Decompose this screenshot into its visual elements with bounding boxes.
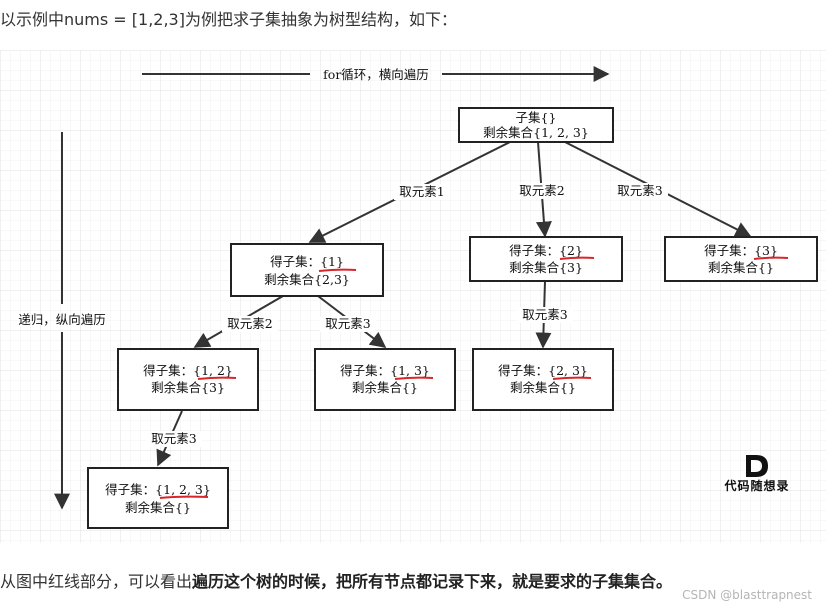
node-1-prefix: 得子集： xyxy=(270,254,320,269)
node-23-prefix: 得子集： xyxy=(498,363,548,378)
intro-text: 以示例中nums = [1,2,3]为例把求子集抽象为树型结构，如下： xyxy=(0,10,457,29)
node-123: 得子集：{1, 2, 3} 剩余集合{} xyxy=(87,467,229,529)
node-3-subset: {3} xyxy=(754,243,778,258)
svg-text:得子集：{3}: 得子集：{3} xyxy=(704,243,778,258)
node-root: 子集{} 剩余集合{1, 2, 3} xyxy=(458,107,614,143)
node-13-prefix: 得子集： xyxy=(340,363,390,378)
logo-text: 代码随想录 xyxy=(723,478,789,493)
svg-text:得子集：{2, 3}: 得子集：{2, 3} xyxy=(498,363,588,378)
vertical-axis: 递归，纵向遍历 xyxy=(18,132,106,510)
edge-label-2-3: 取元素3 xyxy=(522,307,568,322)
node-2-prefix: 得子集： xyxy=(509,243,559,258)
svg-text:得子集：{1, 2}: 得子集：{1, 2} xyxy=(143,363,233,378)
node-23-subset: {2, 3} xyxy=(548,363,588,378)
node-3: 得子集：{3} 剩余集合{} xyxy=(664,236,818,282)
svg-text:得子集：{1, 3}: 得子集：{1, 3} xyxy=(340,363,430,378)
horizontal-axis: for循环，横向遍历 xyxy=(142,66,610,82)
node-3-remaining: 剩余集合{} xyxy=(708,260,774,275)
conclusion-prefix: 从图中红线部分，可以看出 xyxy=(0,572,193,591)
node-123-prefix: 得子集： xyxy=(105,482,155,497)
node-2: 得子集：{2} 剩余集合{3} xyxy=(469,236,623,282)
edge-label-root-3: 取元素3 xyxy=(617,183,663,198)
node-123-subset: {1, 2, 3} xyxy=(155,482,211,497)
edge-label-1-2: 取元素2 xyxy=(227,316,272,331)
node-2-subset: {2} xyxy=(559,243,583,258)
brand-logo: 代码随想录 xyxy=(723,455,789,493)
node-23: 得子集：{2, 3} 剩余集合{} xyxy=(472,348,614,411)
node-12: 得子集：{1, 2} 剩余集合{3} xyxy=(117,348,259,411)
conclusion-bold: 遍历这个树的时候，把所有节点都记录下来，就是要求的子集集合。 xyxy=(192,572,673,591)
node-1-subset: {1} xyxy=(320,254,344,269)
node-2-remaining: 剩余集合{3} xyxy=(509,260,583,275)
svg-text:得子集：{2}: 得子集：{2} xyxy=(509,243,583,258)
node-23-remaining: 剩余集合{} xyxy=(510,380,576,395)
node-12-remaining: 剩余集合{3} xyxy=(151,380,225,395)
svg-text:得子集：{1, 2, 3}: 得子集：{1, 2, 3} xyxy=(105,482,211,497)
node-123-remaining: 剩余集合{} xyxy=(125,500,191,515)
edge-label-1-3: 取元素3 xyxy=(325,316,371,331)
node-12-prefix: 得子集： xyxy=(143,363,193,378)
node-3-prefix: 得子集： xyxy=(704,243,754,258)
node-13: 得子集：{1, 3} 剩余集合{} xyxy=(314,348,456,411)
node-root-line2: 剩余集合{1, 2, 3} xyxy=(483,125,589,140)
edge-label-root-1: 取元素1 xyxy=(399,184,444,199)
node-13-remaining: 剩余集合{} xyxy=(352,380,418,395)
edge-label-root-2: 取元素2 xyxy=(519,183,564,198)
node-1-remaining: 剩余集合{2,3} xyxy=(264,272,350,287)
csdn-watermark: CSDN @blasttrapnest xyxy=(682,588,812,602)
svg-text:得子集：{1}: 得子集：{1} xyxy=(270,254,344,269)
node-1: 得子集：{1} 剩余集合{2,3} xyxy=(230,243,384,297)
edge-label-12-3: 取元素3 xyxy=(151,431,197,446)
vertical-axis-label: 递归，纵向遍历 xyxy=(18,312,106,327)
subset-tree-diagram: for循环，横向遍历 递归，纵向遍历 取元素1 取元素2 取元素3 取元素2 取… xyxy=(0,50,826,543)
node-root-line1: 子集{} xyxy=(516,110,557,125)
horizontal-axis-label: for循环，横向遍历 xyxy=(323,67,429,82)
edge-labels: 取元素1 取元素2 取元素3 取元素2 取元素3 取元素3 取元素3 xyxy=(146,183,668,447)
grid-background xyxy=(0,50,826,543)
conclusion-text: 从图中红线部分，可以看出遍历这个树的时候，把所有节点都记录下来，就是要求的子集集… xyxy=(0,568,672,592)
node-13-subset: {1, 3} xyxy=(390,363,430,378)
logo-d-icon xyxy=(746,455,768,477)
node-12-subset: {1, 2} xyxy=(193,363,233,378)
